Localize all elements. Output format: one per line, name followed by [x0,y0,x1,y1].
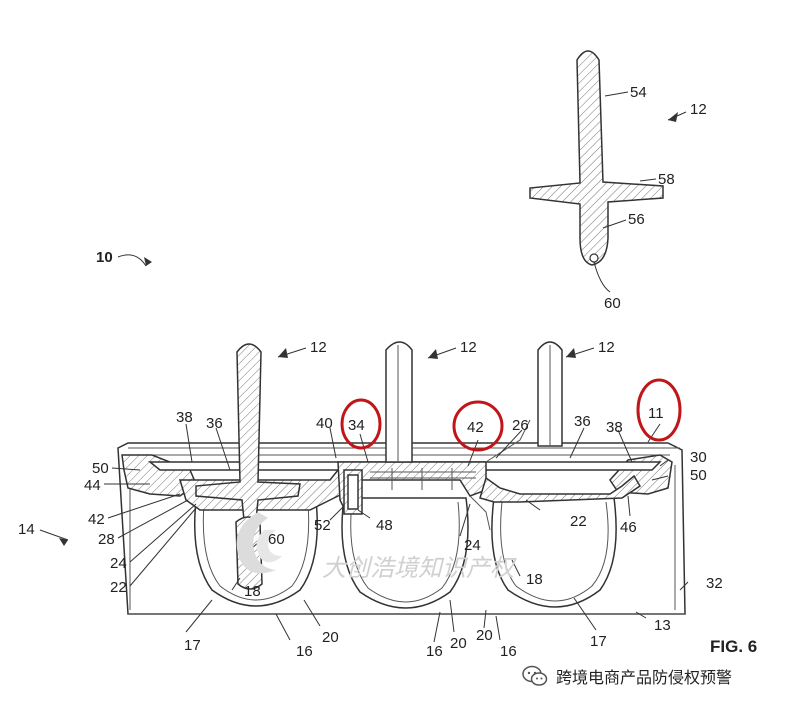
label-52: 52 [314,517,331,534]
label-56: 56 [628,211,645,228]
label-12-c: 12 [598,339,615,356]
label-17-right: 17 [590,633,607,650]
label-24-mid: 24 [464,537,481,554]
highlight-circle-34 [340,398,382,450]
label-24-left: 24 [110,555,127,572]
label-54: 54 [630,84,647,101]
highlight-circle-11 [636,378,682,442]
label-44: 44 [84,477,101,494]
label-20-a: 20 [322,629,339,646]
label-12-a: 12 [310,339,327,356]
wechat-icon [522,665,548,686]
tray-assembly [117,341,686,615]
label-16-c: 16 [500,643,517,660]
label-17-left: 17 [184,637,201,654]
label-50-right: 50 [690,467,707,484]
label-38-left: 38 [176,409,193,426]
label-26: 26 [512,417,529,434]
label-30: 30 [690,449,707,466]
label-48: 48 [376,517,393,534]
highlight-circle-42 [452,400,504,452]
label-38-right: 38 [606,419,623,436]
label-18-right: 18 [526,571,543,588]
label-22-left: 22 [110,579,127,596]
leader-lines [39,91,689,643]
label-18-left: 18 [244,583,261,600]
watermark: 大创浩境知识产权 [236,512,517,582]
hole-60 [589,253,599,263]
label-28: 28 [98,531,115,548]
label-36-right: 36 [574,413,591,430]
label-40: 40 [316,415,333,432]
highlight-circles [340,378,682,452]
label-22-right: 22 [570,513,587,530]
label-12-b: 12 [460,339,477,356]
label-13: 13 [654,617,671,634]
label-34: 34 [348,417,365,434]
label-50-left: 50 [92,460,109,477]
label-42-circled: 42 [467,419,484,436]
label-20-b: 20 [450,635,467,652]
label-10: 10 [96,249,113,266]
label-12-top: 12 [690,101,707,118]
label-32: 32 [706,575,723,592]
label-16-a: 16 [296,643,313,660]
label-20-c: 20 [476,627,493,644]
label-36-left: 36 [206,415,223,432]
watermark-text: 大创浩境知识产权 [322,554,517,582]
arrowheads [59,112,678,546]
label-14: 14 [18,521,35,538]
label-60-mid: 60 [268,531,285,548]
label-60-top: 60 [604,295,621,312]
label-42-left: 42 [88,511,105,528]
wechat-account-name: 跨境电商产品防侵权预警 [556,668,733,687]
label-58: 58 [658,171,675,188]
wechat-account-badge: 跨境电商产品防侵权预警 [522,664,732,688]
label-16-b: 16 [426,643,443,660]
label-11: 11 [648,405,664,422]
label-46: 46 [620,519,637,536]
reference-labels: 10 12 54 58 56 60 12 12 12 38 36 40 34 4… [18,84,757,660]
figure-title: FIG. 6 [710,637,757,656]
